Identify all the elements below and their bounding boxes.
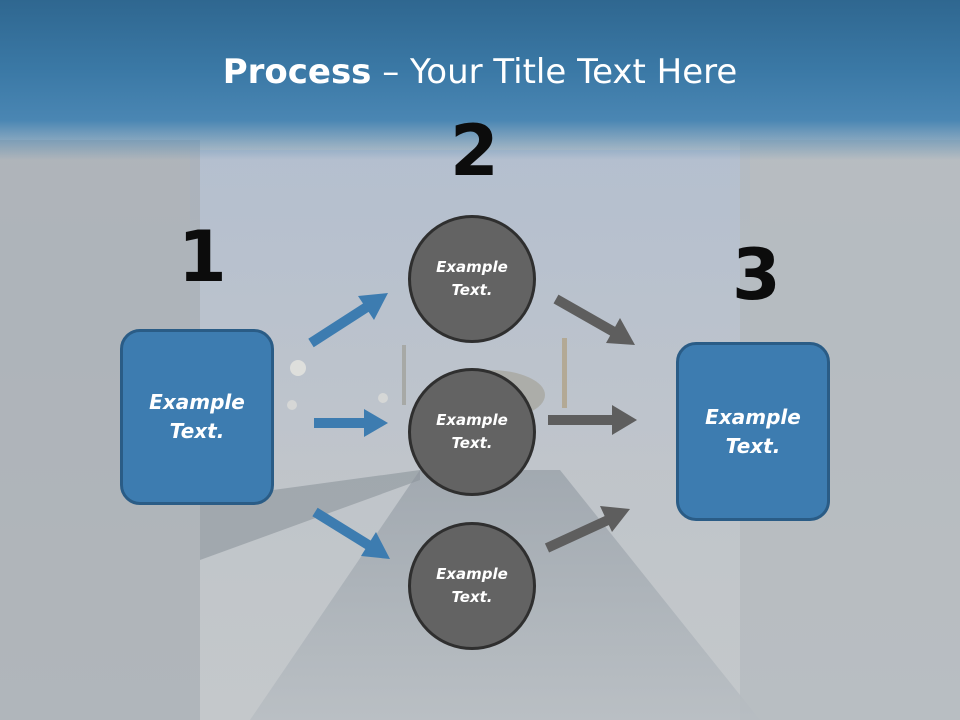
slide-title: Process – Your Title Text Here [0, 52, 960, 92]
step-1-box: Example Text. [120, 329, 274, 505]
circle-top: Example Text. [408, 215, 536, 343]
header-band [0, 0, 960, 160]
step-3-box: Example Text. [676, 342, 830, 521]
step-number-1: 1 [178, 216, 227, 298]
circle-bottom-text: Example Text. [436, 564, 508, 606]
step-number-2: 2 [450, 110, 499, 192]
step-3-text: Example Text. [705, 404, 801, 458]
title-bold: Process [222, 52, 372, 92]
step-1-text: Example Text. [149, 390, 245, 443]
circle-top-text: Example Text. [436, 257, 508, 299]
step-number-3: 3 [732, 234, 781, 316]
title-rest: – Your Title Text Here [371, 52, 738, 92]
circle-middle: Example Text. [408, 368, 536, 496]
circle-middle-text: Example Text. [436, 410, 508, 452]
circle-bottom: Example Text. [408, 522, 536, 650]
